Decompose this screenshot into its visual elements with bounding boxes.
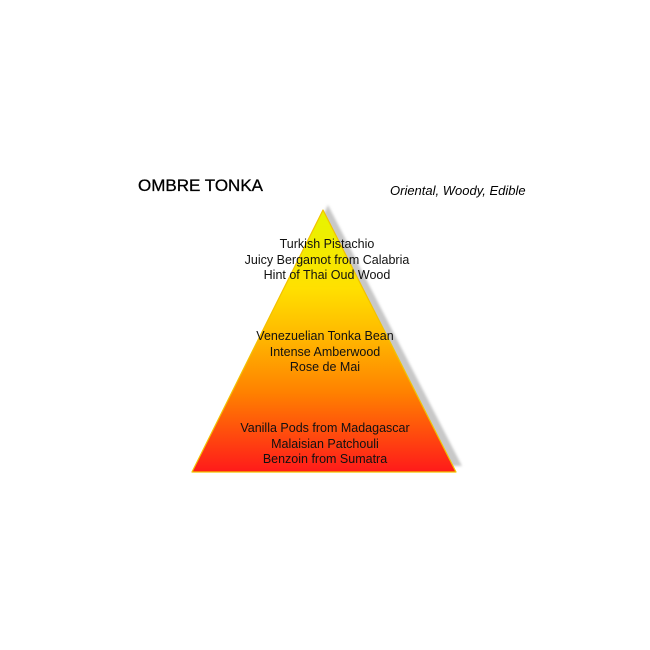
note-item: Juicy Bergamot from Calabria: [244, 252, 410, 267]
top-notes-tier: Turkish Pistachio Juicy Bergamot from Ca…: [177, 237, 477, 284]
page-title: OMBRE TONKA: [138, 176, 264, 195]
note-item: Vanilla Pods from Madagascar: [240, 421, 410, 435]
note-item: Benzoin from Sumatra: [262, 452, 388, 466]
note-item: Turkish Pistachio: [279, 237, 375, 251]
note-item: Venezuelian Tonka Bean: [256, 329, 394, 343]
fragrance-family-subtitle: Oriental, Woody, Edible: [390, 183, 526, 198]
note-item: Rose de Mai: [289, 360, 361, 374]
note-item: Intense Amberwood: [269, 344, 381, 359]
note-item: Hint of Thai Oud Wood: [263, 268, 391, 282]
heart-notes-tier: Venezuelian Tonka Bean Intense Amberwood…: [180, 329, 470, 376]
note-item: Malaisian Patchouli: [271, 436, 379, 451]
base-notes-tier: Vanilla Pods from Madagascar Malaisian P…: [180, 421, 470, 468]
pyramid-triangle: [191, 209, 457, 473]
